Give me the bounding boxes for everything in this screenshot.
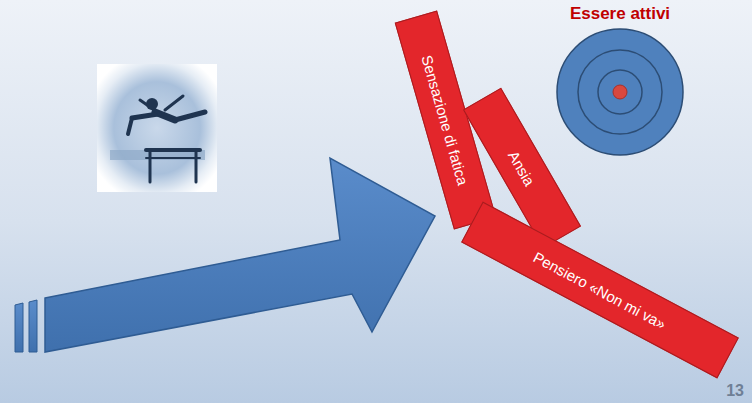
big-arrow: [15, 158, 435, 352]
page-number: 13: [726, 382, 744, 400]
barrier-label: Sensazione di fatica: [418, 53, 471, 187]
barrier-label: Ansia: [505, 147, 538, 188]
target-goal: Essere attivi: [545, 4, 695, 159]
barrier-label: Pensiero «Non mi va»: [531, 248, 669, 332]
goal-heading: Essere attivi: [545, 4, 695, 24]
target-circle: [545, 4, 695, 159]
hurdler-photo: [97, 64, 217, 192]
barrier-box: Pensiero «Non mi va»: [461, 202, 739, 379]
